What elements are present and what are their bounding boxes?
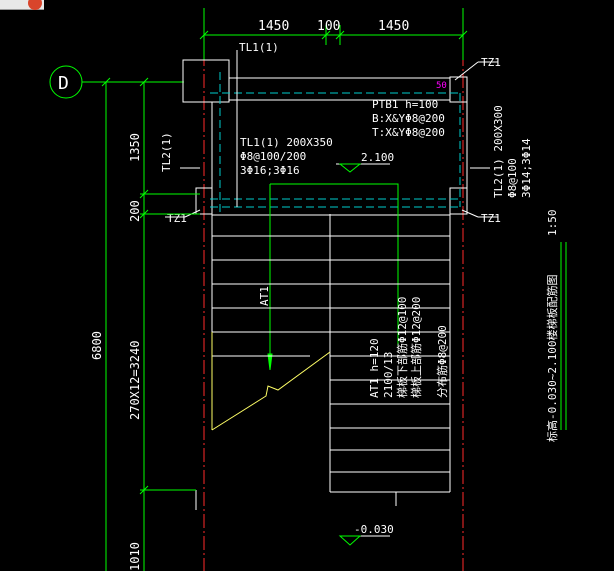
slab-line2: B:X&YΦ8@200 <box>372 112 445 125</box>
dim-top-1: 1450 <box>258 19 289 34</box>
stair-treads-right <box>330 235 450 473</box>
column-bl <box>195 187 213 215</box>
left-dimensions <box>101 77 200 571</box>
column-br <box>449 187 468 215</box>
stair-treads-left <box>212 235 330 357</box>
stair-green-lines <box>267 183 399 371</box>
column-tr <box>449 76 468 103</box>
axis-lines <box>203 8 464 571</box>
beam-right-line3: 3Φ14;3Φ14 <box>520 138 533 198</box>
dim-top-2: 100 <box>317 19 340 34</box>
dim-left-1350: 1350 <box>128 133 142 162</box>
beam-left-vertical: TL2(1) <box>160 132 173 172</box>
level-marker-floor <box>338 535 362 546</box>
stair-break-line <box>211 351 331 431</box>
hidden-lines <box>210 72 461 215</box>
stair-spec-5: 分布筋Φ8@200 <box>435 325 449 398</box>
slab-line3: T:X&YΦ8@200 <box>372 126 445 139</box>
stair-spec-1: AT1 h=120 <box>368 338 381 398</box>
column-tag-br: TZ1 <box>481 212 501 225</box>
stair-spec-2: 2100/13 <box>382 352 395 398</box>
close-icon[interactable] <box>28 0 42 10</box>
column-tag-tr: TZ1 <box>481 56 501 69</box>
stair-spec-4: 梯板上部筋Φ12@200 <box>409 297 423 398</box>
dim-left-6800: 6800 <box>90 331 104 360</box>
column-tl <box>182 59 230 103</box>
dim-left-1010: 1010 <box>128 542 142 571</box>
dim-left-200: 200 <box>128 200 142 222</box>
drawing-title: 标高-0.030~2.100楼梯板配筋图 <box>545 275 559 442</box>
drawing-scale: 1:50 <box>546 210 559 237</box>
top-dimension <box>199 8 468 60</box>
magenta-mark: 50 <box>436 81 447 91</box>
beam-mid-line1: TL1(1) 200X350 <box>240 136 333 149</box>
beam-mid-line3: 3Φ16;3Φ16 <box>240 164 300 177</box>
grid-label: D <box>58 73 69 94</box>
level-floor: -0.030 <box>354 523 394 536</box>
beam-label-top: TL1(1) <box>239 41 279 54</box>
beam-mid-line2: Φ8@100/200 <box>240 150 306 163</box>
window-close-button[interactable] <box>0 0 44 10</box>
dim-top-3: 1450 <box>378 19 409 34</box>
dim-left-treads: 270X12=3240 <box>128 341 142 420</box>
beam-right-line1: TL2(1) 200X300 <box>492 105 505 198</box>
level-landing: 2.100 <box>361 151 394 164</box>
beam-right-line2: Φ8@100 <box>506 158 519 198</box>
stair-label: AT1 <box>258 286 271 306</box>
level-marker-landing <box>338 163 362 173</box>
stair-spec-3: 梯板下部筋Φ12@100 <box>395 297 409 398</box>
slab-line1: PTB1 h=100 <box>372 98 438 111</box>
column-tag-bl: TZ1 <box>167 212 187 225</box>
